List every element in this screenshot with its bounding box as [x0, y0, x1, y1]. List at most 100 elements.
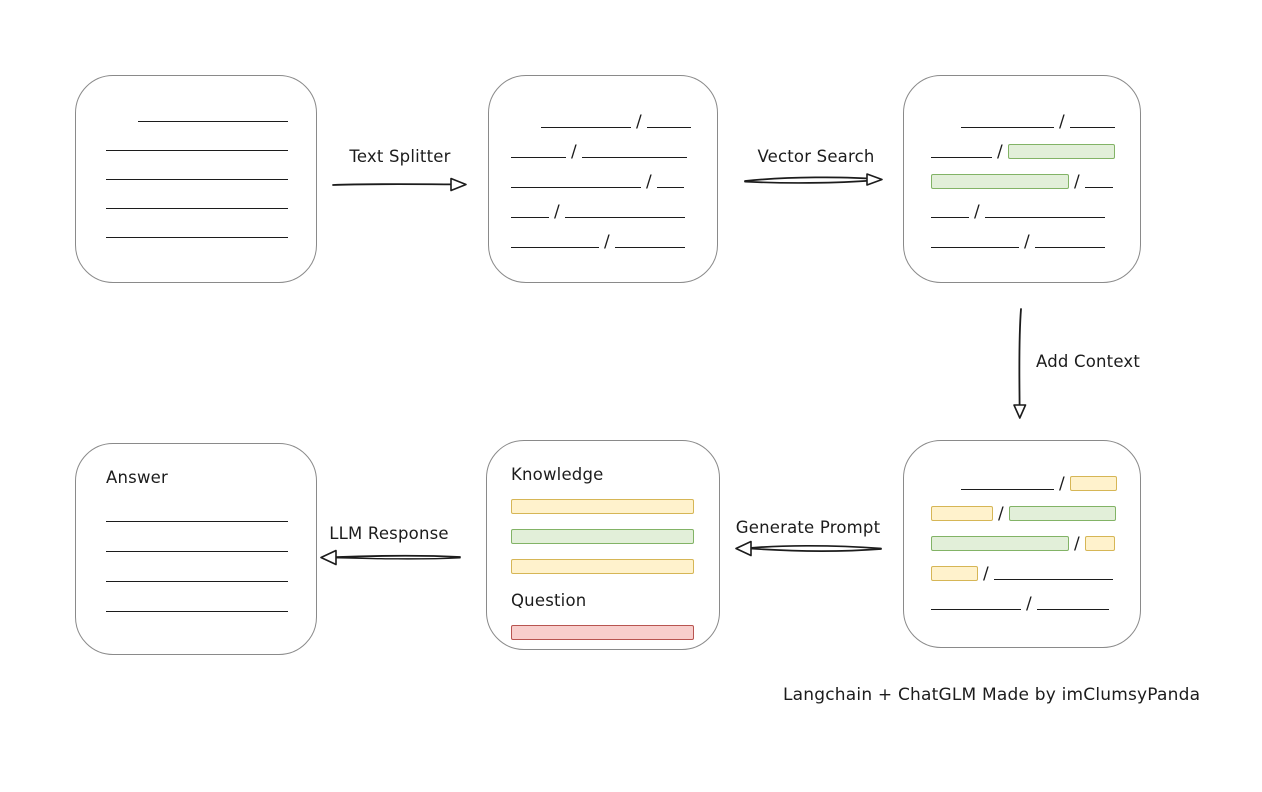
slash-separator: /	[997, 142, 1003, 162]
slash-separator: /	[554, 202, 560, 222]
green-highlight-segment	[931, 536, 1069, 551]
green-highlight-segment	[931, 174, 1069, 189]
text-line-segment	[511, 247, 599, 248]
text-line-segment	[614, 247, 685, 248]
slash-separator: /	[983, 564, 989, 584]
text-line-segment	[511, 157, 566, 158]
slash-separator: /	[974, 202, 980, 222]
matched-chunk-rows: / / / / /	[904, 76, 1140, 252]
answer-text-lines	[106, 492, 316, 612]
yellow-highlight-segment	[1084, 536, 1115, 551]
chunk-row: /	[931, 129, 1140, 162]
text-line	[106, 208, 288, 209]
document-text-lines	[76, 76, 316, 238]
question-bar	[511, 625, 719, 640]
slash-separator: /	[571, 142, 577, 162]
green-bar	[511, 529, 694, 544]
text-line-segment	[961, 127, 1054, 128]
text-line-segment	[1034, 247, 1105, 248]
text-line-segment	[1084, 187, 1113, 188]
chunk-row: /	[511, 189, 717, 222]
slash-separator: /	[1074, 172, 1080, 192]
add-context-label: Add Context	[1036, 352, 1141, 371]
add-context-arrow-icon	[1006, 306, 1034, 426]
text-line-segment	[931, 247, 1019, 248]
text-line-segment	[1069, 127, 1115, 128]
knowledge-label: Knowledge	[511, 465, 604, 484]
node-source-document	[75, 75, 317, 283]
chunk-row: /	[931, 159, 1140, 192]
chunk-row: /	[511, 129, 717, 162]
chunk-row: /	[931, 99, 1140, 132]
text-line-segment	[581, 157, 687, 158]
slash-separator: /	[1024, 232, 1030, 252]
text-line-segment	[511, 187, 641, 188]
slash-separator: /	[1074, 534, 1080, 554]
node-context-chunks: / / / / /	[903, 440, 1141, 648]
text-line	[106, 179, 288, 180]
text-line-segment	[656, 187, 684, 188]
answer-label: Answer	[106, 468, 168, 487]
llm-response-label: LLM Response	[329, 524, 449, 543]
text-line-segment	[984, 217, 1105, 218]
answer-text-line	[106, 611, 288, 612]
generate-prompt-label: Generate Prompt	[735, 518, 881, 537]
red-bar	[511, 625, 694, 640]
vector-search-arrow-icon	[742, 166, 892, 196]
yellow-bar	[511, 499, 694, 514]
llm-response-arrow-icon	[317, 546, 463, 574]
yellow-bar	[511, 559, 694, 574]
green-highlight-segment	[1007, 144, 1115, 159]
slash-separator: /	[1059, 112, 1065, 132]
chunk-rows: / / / / /	[489, 76, 717, 252]
chunk-row: /	[931, 219, 1140, 252]
chunk-row: /	[931, 581, 1140, 614]
text-line-segment	[993, 579, 1113, 580]
text-line	[138, 121, 288, 122]
knowledge-bars	[511, 499, 719, 574]
chunk-row: /	[511, 219, 717, 252]
chunk-row: /	[931, 491, 1140, 524]
text-line-segment	[961, 489, 1054, 490]
text-line-segment	[931, 157, 992, 158]
text-line	[106, 237, 288, 238]
slash-separator: /	[604, 232, 610, 252]
yellow-highlight-segment	[1069, 476, 1117, 491]
context-chunk-rows: / / / / /	[904, 441, 1140, 614]
yellow-highlight-segment	[931, 506, 993, 521]
chunk-row: /	[931, 189, 1140, 222]
text-splitter-arrow-icon	[330, 169, 470, 199]
answer-text-line	[106, 581, 288, 582]
text-line-segment	[511, 217, 549, 218]
vector-search-label: Vector Search	[757, 147, 875, 166]
chunk-row: /	[931, 551, 1140, 584]
chunk-row: /	[511, 159, 717, 192]
diagram-caption: Langchain + ChatGLM Made by imClumsyPand…	[783, 685, 1201, 705]
text-line-segment	[931, 609, 1021, 610]
slash-separator: /	[998, 504, 1004, 524]
yellow-highlight-segment	[931, 566, 978, 581]
text-splitter-label: Text Splitter	[349, 147, 451, 166]
text-line-segment	[564, 217, 685, 218]
generate-prompt-arrow-icon	[733, 537, 885, 565]
slash-separator: /	[1026, 594, 1032, 614]
question-label: Question	[511, 591, 587, 610]
text-line-segment	[541, 127, 631, 128]
slash-separator: /	[1059, 474, 1065, 494]
chunk-row: /	[931, 521, 1140, 554]
node-prompt: Knowledge Question	[486, 440, 720, 650]
node-answer: Answer	[75, 443, 317, 655]
text-line-segment	[646, 127, 691, 128]
chunk-row: /	[931, 461, 1140, 494]
text-line-segment	[1036, 609, 1109, 610]
node-vector-matched-chunks: / / / / /	[903, 75, 1141, 283]
answer-text-line	[106, 521, 288, 522]
green-highlight-segment	[1008, 506, 1116, 521]
slash-separator: /	[646, 172, 652, 192]
slash-separator: /	[636, 112, 642, 132]
answer-text-line	[106, 551, 288, 552]
text-line	[106, 150, 288, 151]
text-line-segment	[931, 217, 969, 218]
node-split-chunks: / / / / /	[488, 75, 718, 283]
